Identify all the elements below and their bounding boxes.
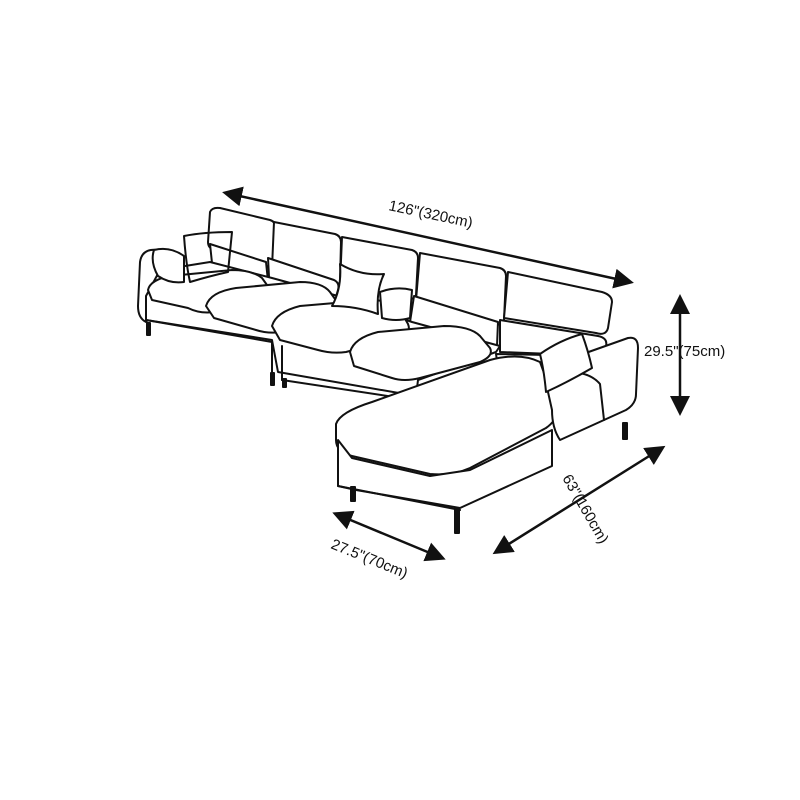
chaise-width-label: 27.5"(70cm) [329,536,411,582]
chaise-length-arrow [492,445,666,555]
sofa-legs [146,322,628,534]
chaise-width-arrow [332,510,446,562]
pillow-right [539,333,593,393]
dimension-arrows [222,186,690,562]
length-arrow [222,186,634,289]
pillow-corner-small [379,287,413,321]
pillow-left-plain [151,247,185,284]
height-label: 29.5"(75cm) [644,343,725,360]
length-label: 126"(320cm) [387,197,474,231]
pillow-checkered [183,231,233,283]
